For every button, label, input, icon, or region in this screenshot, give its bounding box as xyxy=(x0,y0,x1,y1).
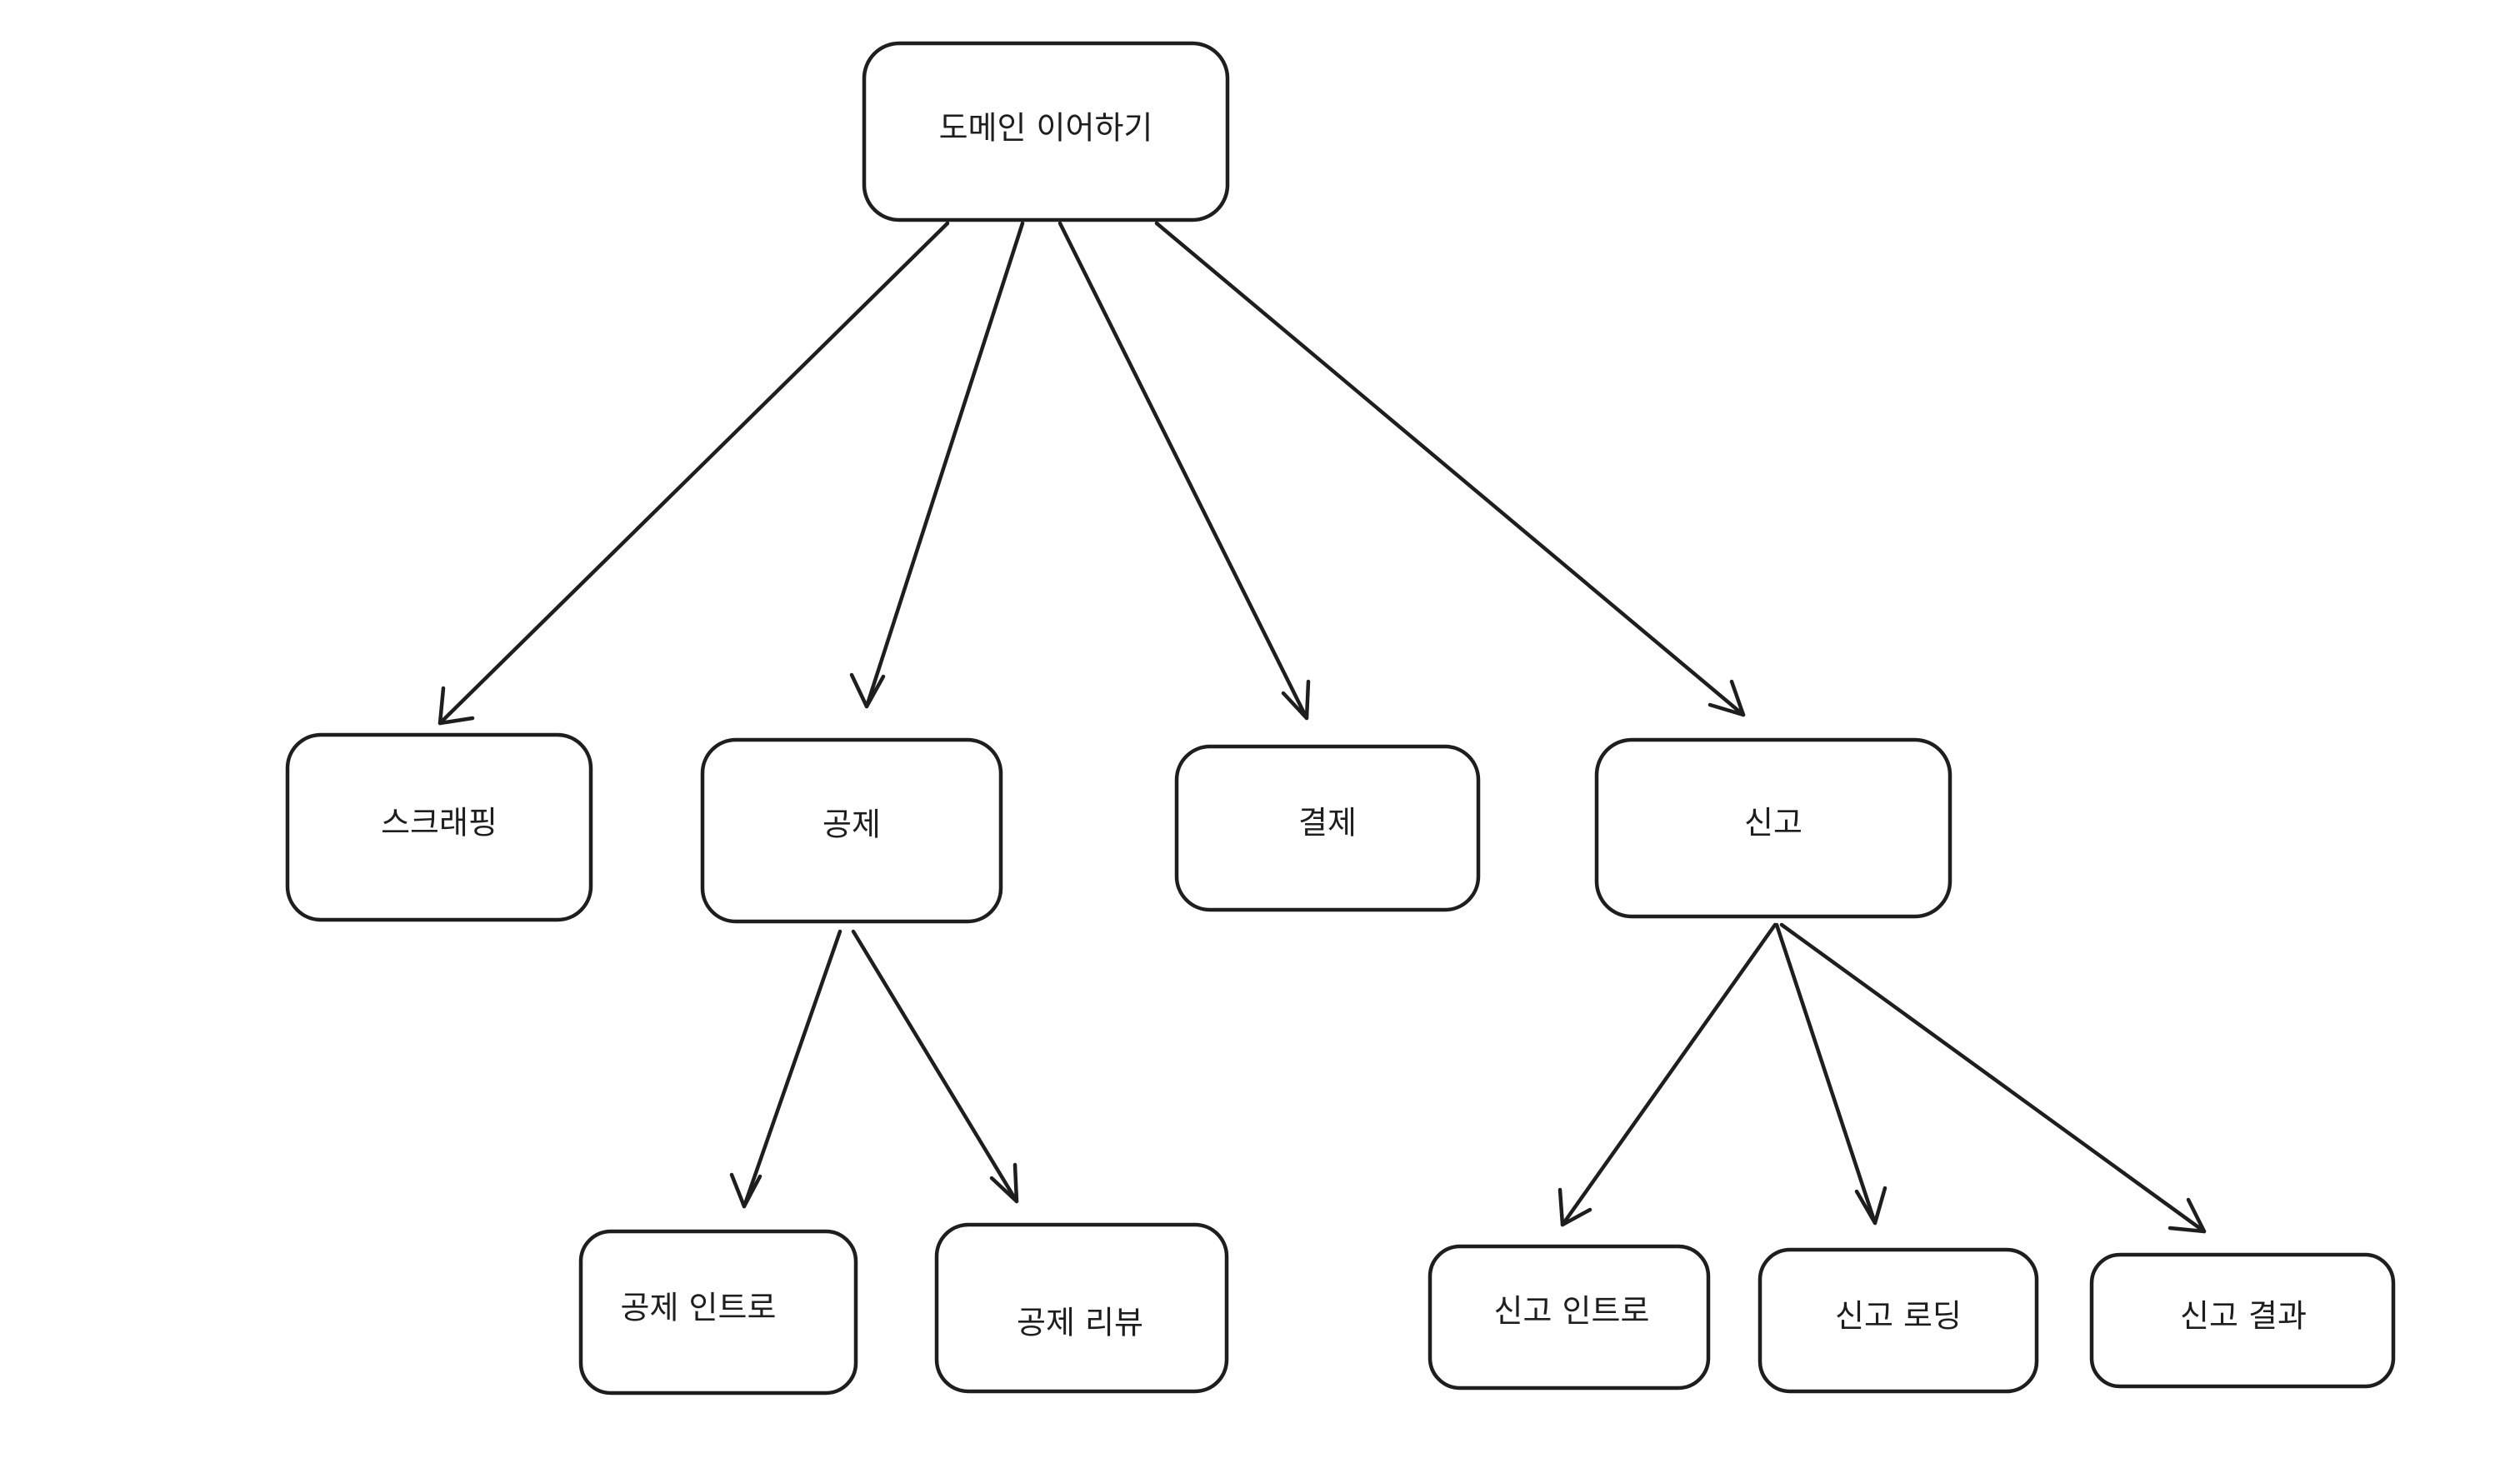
node-report-result[interactable]: 신고 결과 xyxy=(2089,1252,2396,1389)
node-report[interactable]: 신고 xyxy=(1594,737,1952,919)
node-report-result-label: 신고 결과 xyxy=(2180,1298,2307,1335)
edge-root-to-payment xyxy=(1058,221,1311,721)
edge-deduction-to-review xyxy=(851,929,1019,1204)
node-deduction-review[interactable]: 공제 리뷰 xyxy=(934,1222,1229,1394)
node-report-intro-label: 신고 인트로 xyxy=(1494,1293,1650,1330)
edges xyxy=(438,221,2207,1234)
node-deduction-intro[interactable]: 공제 인트로 xyxy=(578,1229,858,1396)
node-scraping[interactable]: 스크래핑 xyxy=(285,732,593,922)
edge-report-to-result xyxy=(1779,922,2207,1234)
edge-root-to-report xyxy=(1154,221,1746,717)
node-payment[interactable]: 결제 xyxy=(1174,744,1481,912)
node-root-label: 도메인 이어하기 xyxy=(939,110,1153,147)
edge-root-to-deduction xyxy=(849,221,1025,709)
node-deduction[interactable]: 공제 xyxy=(700,737,1003,924)
node-root[interactable]: 도메인 이어하기 xyxy=(862,41,1230,222)
node-deduction-review-label: 공제 리뷰 xyxy=(1017,1305,1143,1341)
node-deduction-intro-label: 공제 인트로 xyxy=(621,1290,777,1326)
node-report-loading[interactable]: 신고 로딩 xyxy=(1758,1247,2039,1394)
edge-root-to-scraping xyxy=(438,221,950,726)
edge-deduction-to-intro xyxy=(729,929,842,1209)
node-payment-label: 결제 xyxy=(1298,805,1357,841)
edge-report-to-loading xyxy=(1774,922,1888,1226)
node-report-loading-label: 신고 로딩 xyxy=(1835,1298,1962,1335)
node-report-label: 신고 xyxy=(1744,805,1802,841)
node-deduction-label: 공제 xyxy=(822,806,881,843)
node-scraping-label: 스크래핑 xyxy=(381,805,498,841)
edge-report-to-intro xyxy=(1558,922,1778,1227)
node-report-intro[interactable]: 신고 인트로 xyxy=(1428,1244,1711,1391)
